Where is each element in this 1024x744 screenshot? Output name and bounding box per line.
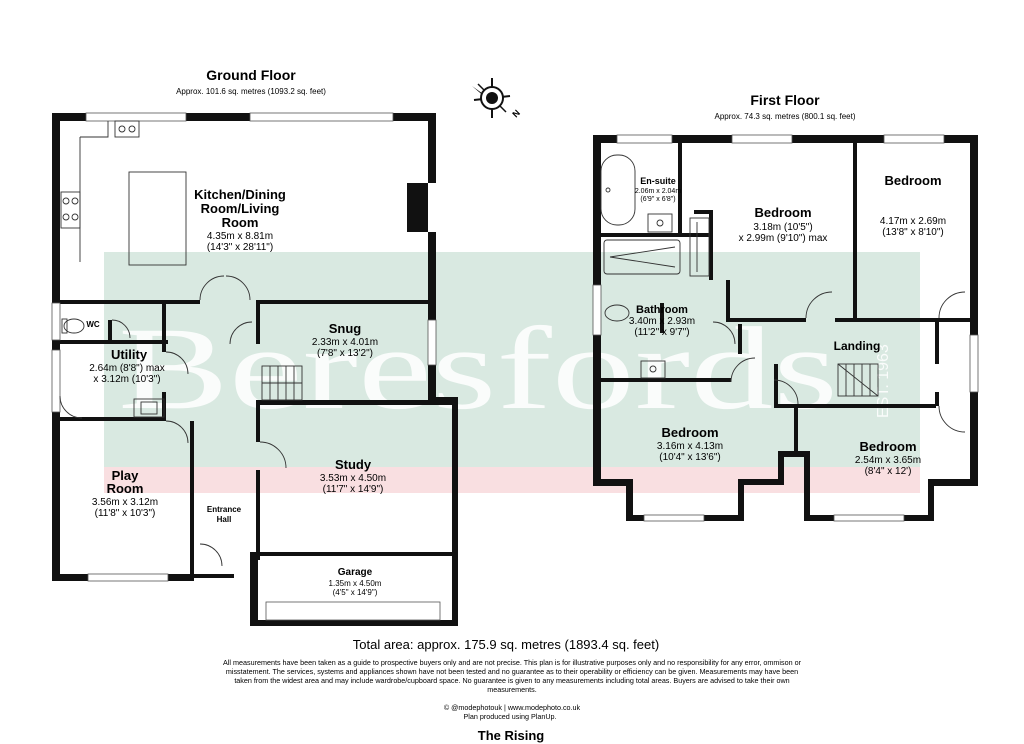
produced-line: Plan produced using PlanUp. — [463, 712, 556, 721]
room-name: Kitchen/Dining — [194, 187, 286, 202]
room-dimensions-imperial: (14'3" x 28'11") — [207, 242, 273, 253]
room-dimensions: 3.18m (10'5") — [753, 222, 812, 233]
room-dimensions-imperial: (6'9" x 6'8") — [640, 196, 675, 203]
room-snug: Snug 2.33m x 4.01m (7'8" x 13'2") — [312, 321, 378, 359]
room-name: Study — [335, 457, 372, 472]
watermark-pink-band — [104, 467, 920, 493]
room-name: Entrance — [207, 505, 242, 514]
room-name: Snug — [329, 321, 362, 336]
room-entrance-hall: Entrance Hall — [207, 505, 242, 524]
room-dimensions: 2.06m x 2.04m — [635, 188, 681, 195]
room-garage: Garage 1.35m x 4.50m (4'5" x 14'9") — [329, 567, 382, 597]
room-bedroom-bottom-left: Bedroom 3.16m x 4.13m (10'4" x 13'6") — [657, 425, 723, 463]
watermark-green-band — [104, 252, 920, 467]
room-dimensions: 3.56m x 3.12m — [92, 497, 158, 508]
first-floor-windows — [592, 134, 979, 522]
room-dimensions-imperial: x 2.99m (9'10") max — [739, 233, 828, 244]
room-dimensions-imperial: (4'5" x 14'9") — [333, 588, 378, 597]
room-dimensions-imperial: (8'4" x 12') — [865, 466, 912, 477]
room-name: Bedroom — [754, 205, 811, 220]
watermark-est: EST. 1963 — [875, 344, 892, 418]
room-dimensions-imperial: (11'8" x 10'3") — [95, 508, 156, 519]
room-name: En-suite — [640, 176, 676, 186]
room-name: Hall — [217, 515, 232, 524]
room-dimensions-imperial: (7'8" x 13'2") — [317, 348, 373, 359]
credit-line: © @modephotouk | www.modephoto.co.uk — [444, 703, 581, 712]
disclaimer-line: misstatement. The services, systems and … — [226, 667, 798, 676]
room-ensuite: En-suite 2.06m x 2.04m (6'9" x 6'8") — [635, 176, 681, 203]
room-bedroom-right: Bedroom 4.17m x 2.69m (13'8" x 8'10") — [880, 173, 946, 238]
disclaimer-line: measurements. — [487, 685, 537, 694]
room-dimensions: 2.64m (8'8") max — [89, 363, 164, 374]
room-play-room: Play Room 3.56m x 3.12m (11'8" x 10'3") — [92, 468, 158, 519]
room-wc: WC — [86, 320, 100, 329]
total-area: Total area: approx. 175.9 sq. metres (18… — [353, 637, 659, 652]
room-kitchen: Kitchen/Dining Room/Living Room 4.35m x … — [194, 187, 286, 253]
disclaimer-line: All measurements have been taken as a gu… — [223, 658, 802, 667]
room-study: Study 3.53m x 4.50m (11'7" x 14'9") — [320, 457, 386, 495]
property-name: The Rising — [478, 728, 545, 743]
room-dimensions-imperial: (13'8" x 8'10") — [882, 227, 944, 238]
room-name: Bedroom — [884, 173, 941, 188]
room-landing: Landing — [834, 339, 881, 353]
room-name: Bathroom — [636, 304, 688, 316]
compass-icon: N — [472, 78, 522, 119]
room-name: Bedroom — [661, 425, 718, 440]
room-name: Bedroom — [859, 439, 916, 454]
room-utility: Utility 2.64m (8'8") max x 3.12m (10'3") — [89, 347, 164, 385]
footer: Total area: approx. 175.9 sq. metres (18… — [223, 637, 802, 743]
room-name: Room — [107, 481, 144, 496]
room-name: Utility — [111, 347, 148, 362]
ground-floor-windows — [51, 112, 441, 621]
ground-floor-title: Ground Floor — [206, 67, 296, 83]
room-dimensions: 2.54m x 3.65m — [855, 455, 921, 466]
first-floor-title: First Floor — [750, 92, 820, 108]
room-dimensions: 4.35m x 8.81m — [207, 231, 273, 242]
room-dimensions: 1.35m x 4.50m — [329, 579, 382, 588]
first-floor-fixtures — [600, 154, 966, 433]
room-dimensions-imperial: x 3.12m (10'3") — [93, 374, 160, 385]
compass-north-label: N — [510, 108, 522, 120]
room-dimensions-imperial: (11'2" x 9'7") — [634, 327, 689, 338]
room-dimensions: 4.17m x 2.69m — [880, 216, 946, 227]
room-name: Play — [112, 468, 140, 483]
room-name: Garage — [338, 567, 373, 578]
first-floor-walls — [593, 135, 978, 521]
disclaimer-line: taken from the widest area and may inclu… — [234, 676, 789, 685]
ground-floor-area: Approx. 101.6 sq. metres (1093.2 sq. fee… — [176, 87, 326, 96]
ground-floor-walls — [52, 113, 458, 626]
room-name: Room/Living — [201, 201, 280, 216]
room-dimensions-imperial: (11'7" x 14'9") — [323, 484, 384, 495]
room-name: Room — [222, 215, 259, 230]
room-bathroom: Bathroom 3.40m x 2.93m (11'2" x 9'7") — [629, 304, 695, 338]
first-floor-area: Approx. 74.3 sq. metres (800.1 sq. feet) — [715, 112, 856, 121]
room-dimensions: 3.16m x 4.13m — [657, 441, 723, 452]
room-bedroom-middle: Bedroom 3.18m (10'5") x 2.99m (9'10") ma… — [739, 205, 828, 244]
room-dimensions: 2.33m x 4.01m — [312, 337, 378, 348]
room-dimensions: 3.40m x 2.93m — [629, 316, 695, 327]
watermark-text: Beresfords — [118, 303, 838, 434]
room-bedroom-bottom-right: Bedroom 2.54m x 3.65m (8'4" x 12') — [855, 439, 921, 477]
room-dimensions-imperial: (10'4" x 13'6") — [659, 452, 721, 463]
ground-floor-fixtures — [59, 120, 303, 567]
room-dimensions: 3.53m x 4.50m — [320, 473, 386, 484]
